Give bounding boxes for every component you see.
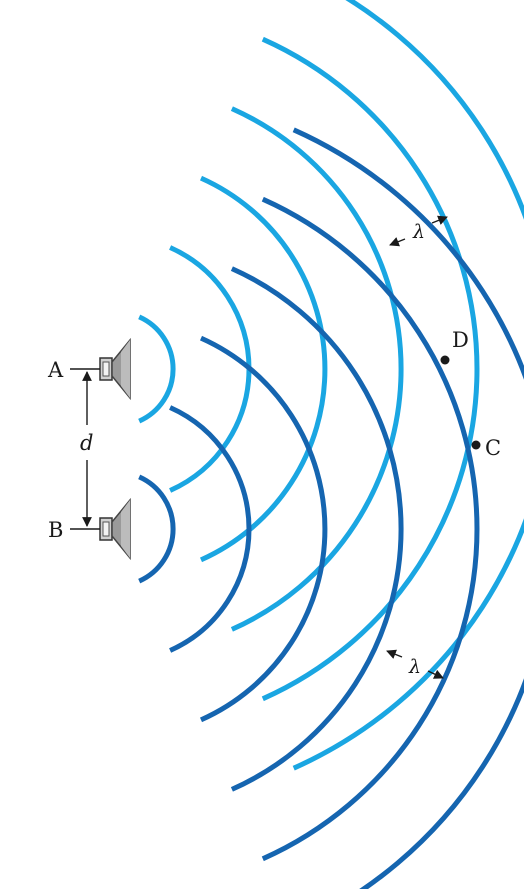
wavefronts-source-a — [138, 0, 524, 771]
wavefront-arc — [261, 36, 480, 702]
wavefront-arc — [199, 175, 328, 563]
wavefront-arc — [138, 474, 176, 584]
wavelength-indicator-bottom: λ — [386, 649, 444, 679]
point-d-marker — [440, 355, 450, 365]
speaker-icon — [99, 337, 131, 401]
wavefront-arc — [169, 245, 252, 493]
point-c-marker — [471, 440, 481, 450]
source-b-label: B — [48, 518, 63, 542]
speaker-icon — [99, 497, 131, 561]
wavefront-arc — [292, 0, 524, 771]
wavelength-label-top: λ — [412, 221, 425, 243]
wavefront-arc — [292, 127, 524, 889]
wavefront-arc — [230, 266, 404, 792]
wavefront-arc — [199, 335, 328, 723]
point-d-label: D — [452, 328, 469, 352]
wavelength-label-bottom: λ — [408, 656, 421, 678]
wavefront-arc — [261, 196, 480, 862]
wavefront-arc — [169, 405, 252, 653]
wavefronts-source-b — [138, 127, 524, 889]
separation-label: d — [80, 431, 93, 455]
wavelength-indicator-top: λ — [389, 215, 448, 247]
source-a-label: A — [47, 358, 64, 382]
point-c-label: C — [485, 436, 501, 460]
wavefront-arc — [230, 106, 404, 632]
wavefront-arc — [138, 314, 176, 424]
